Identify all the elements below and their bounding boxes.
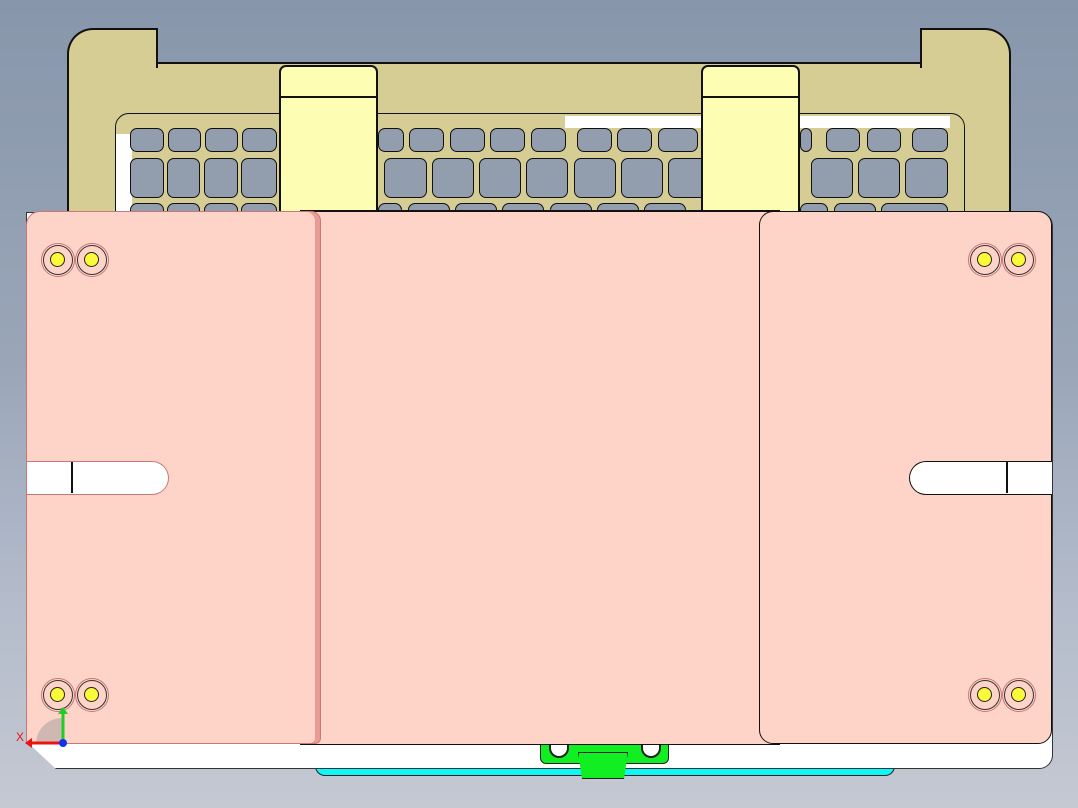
- triad-axes-icon: [25, 707, 68, 748]
- key[interactable]: [409, 128, 444, 152]
- bolt-icon: [1011, 252, 1026, 267]
- key[interactable]: [800, 128, 812, 152]
- key[interactable]: [826, 128, 860, 152]
- left-slot: [27, 461, 169, 495]
- bolt-icon: [84, 687, 99, 702]
- frame-tab-right: [920, 28, 1011, 68]
- bracket-tongue: [578, 752, 628, 779]
- key[interactable]: [432, 158, 474, 198]
- key[interactable]: [526, 158, 568, 198]
- key[interactable]: [130, 158, 164, 198]
- bolt-icon: [50, 252, 65, 267]
- bolt-hole[interactable]: [75, 678, 109, 712]
- bolt-icon: [1011, 687, 1026, 702]
- bolt-hole[interactable]: [41, 243, 75, 277]
- bracket-hole-right: [641, 744, 661, 758]
- key[interactable]: [479, 158, 521, 198]
- key[interactable]: [167, 158, 200, 198]
- key[interactable]: [204, 158, 238, 198]
- key[interactable]: [378, 128, 404, 152]
- clamp-right-divider: [703, 96, 798, 98]
- frame-tab-left: [67, 28, 158, 68]
- key[interactable]: [490, 128, 525, 152]
- bracket-hole-left: [549, 744, 569, 758]
- recess-highlight-left: [116, 134, 132, 214]
- key[interactable]: [168, 128, 201, 152]
- key[interactable]: [531, 128, 566, 152]
- key[interactable]: [912, 128, 948, 152]
- bolt-hole[interactable]: [41, 678, 75, 712]
- x-axis-label: X: [16, 730, 25, 744]
- right-slot-divider: [1006, 462, 1008, 493]
- key[interactable]: [577, 128, 612, 152]
- key[interactable]: [241, 158, 277, 198]
- key[interactable]: [858, 158, 900, 198]
- key[interactable]: [205, 128, 238, 152]
- right-slot: [909, 461, 1052, 495]
- clamp-left-divider: [281, 96, 376, 98]
- key[interactable]: [130, 128, 164, 152]
- key[interactable]: [574, 158, 616, 198]
- bolt-hole[interactable]: [968, 678, 1002, 712]
- clamp-right[interactable]: [701, 65, 800, 225]
- bolt-hole[interactable]: [1002, 678, 1036, 712]
- bolt-icon: [977, 687, 992, 702]
- bolt-icon: [84, 252, 99, 267]
- axis-triad[interactable]: X: [14, 706, 74, 752]
- key[interactable]: [658, 128, 698, 152]
- bolt-hole[interactable]: [968, 243, 1002, 277]
- clamp-left[interactable]: [279, 65, 378, 225]
- keyboard-keys: [0, 0, 1078, 230]
- bolt-hole[interactable]: [1002, 243, 1036, 277]
- bolt-hole[interactable]: [75, 243, 109, 277]
- center-plate[interactable]: [300, 210, 780, 745]
- key[interactable]: [621, 158, 663, 198]
- left-slot-divider: [71, 462, 73, 493]
- key[interactable]: [242, 128, 277, 152]
- key[interactable]: [867, 128, 901, 152]
- key[interactable]: [617, 128, 652, 152]
- key[interactable]: [450, 128, 485, 152]
- bolt-icon: [977, 252, 992, 267]
- key[interactable]: [905, 158, 948, 198]
- key[interactable]: [384, 158, 427, 198]
- key[interactable]: [811, 158, 853, 198]
- bolt-icon: [50, 687, 65, 702]
